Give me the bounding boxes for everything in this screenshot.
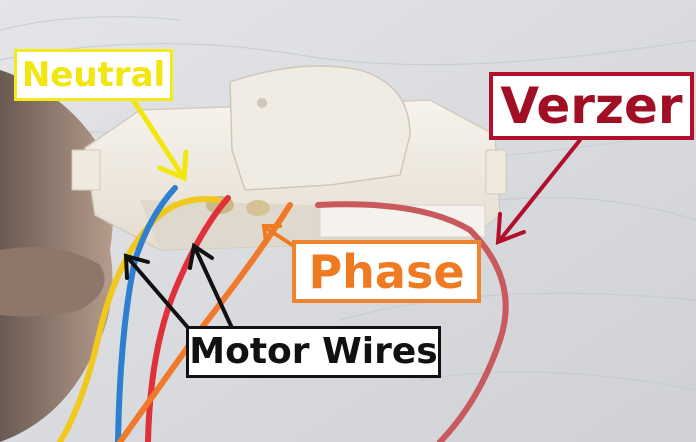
neutral-label: Neutral xyxy=(14,49,173,101)
thumb xyxy=(0,247,105,317)
wire-yellow xyxy=(57,196,221,442)
timer-left-tab xyxy=(71,149,101,191)
wire-blue xyxy=(115,185,178,442)
arrow-neutral xyxy=(127,92,189,182)
wire-maroon xyxy=(315,201,509,442)
verzer-label: Verzer xyxy=(489,72,694,140)
motor-wires-label: Motor Wires xyxy=(186,326,441,378)
timer-screw xyxy=(257,98,267,108)
timer-right-tab xyxy=(485,149,507,195)
phase-label: Phase xyxy=(292,240,481,303)
arrow-motor-wires xyxy=(123,242,234,332)
arrow-verzer xyxy=(495,138,582,245)
terminal-hole-2 xyxy=(246,200,270,216)
timer-gear-cover xyxy=(229,65,411,191)
wire-red xyxy=(145,195,231,442)
